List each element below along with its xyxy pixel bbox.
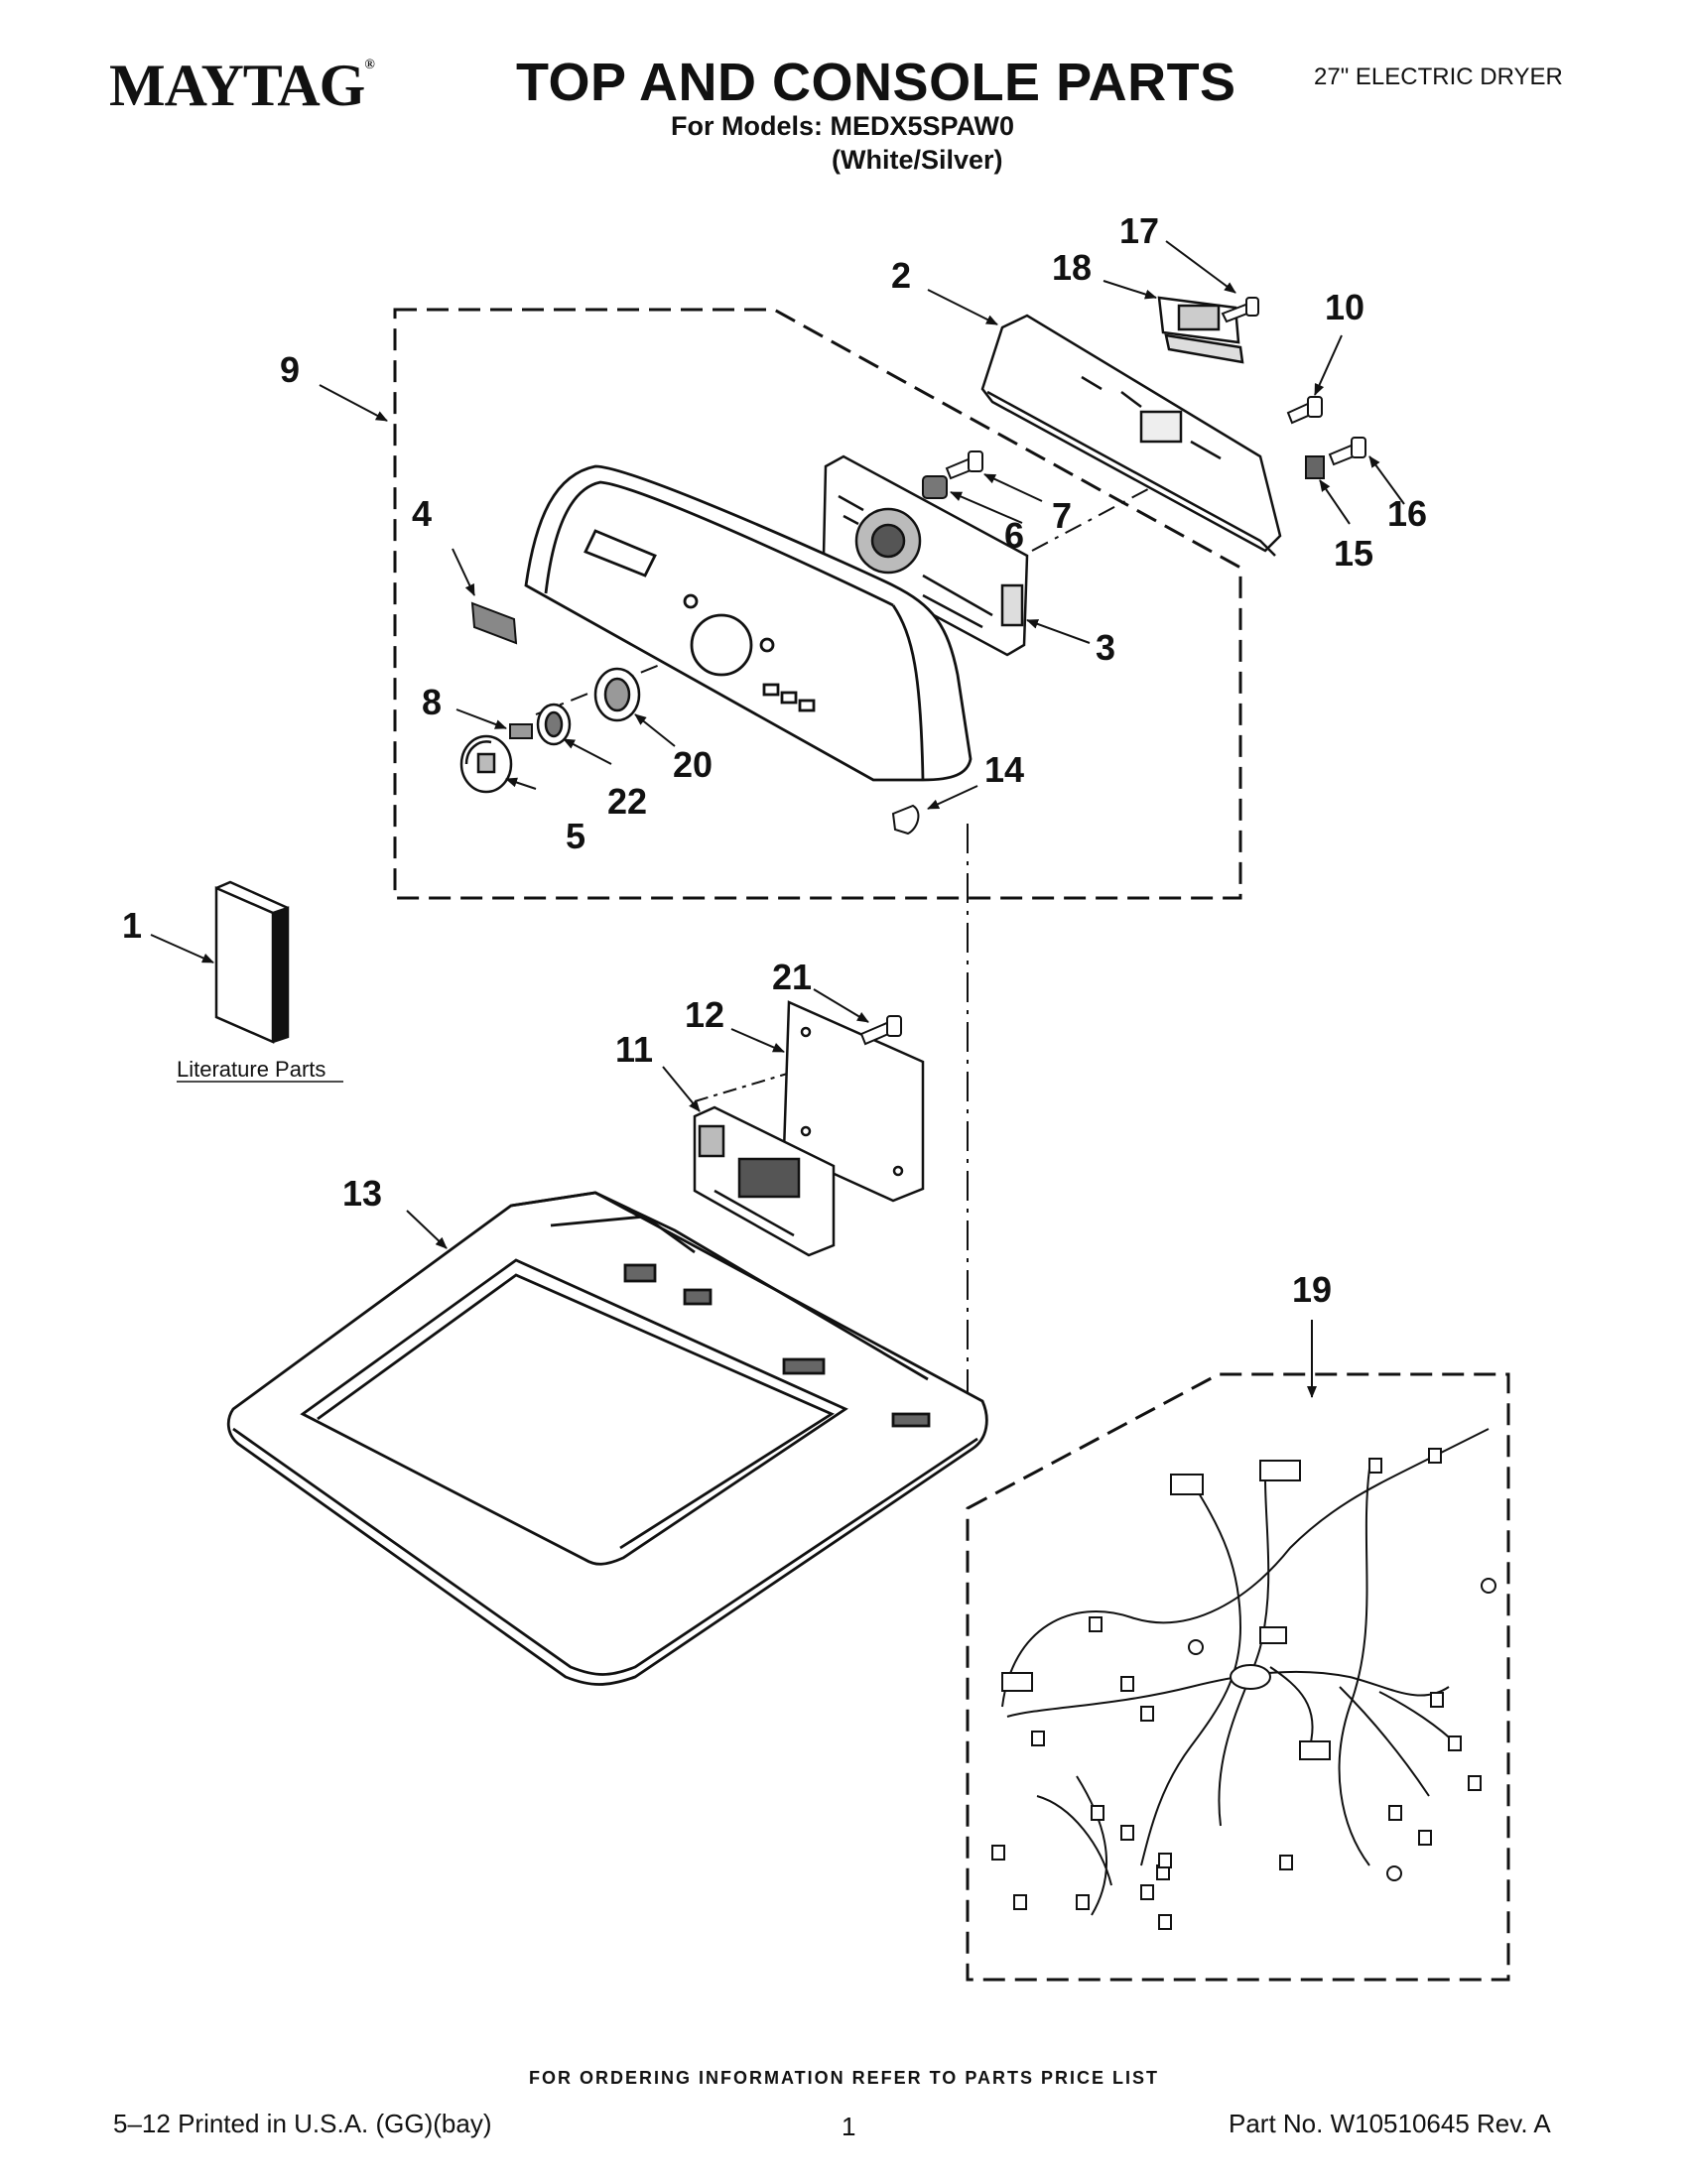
callout-4: 4 [412,493,432,534]
callout-15: 15 [1334,533,1373,574]
callout-7: 7 [1052,495,1072,536]
product-type: 27" ELECTRIC DRYER [1314,64,1563,90]
callout-21: 21 [772,957,812,997]
callout-labels: 9 2 18 17 10 16 15 7 6 3 4 8 5 22 20 14 … [122,210,1427,1310]
clip-14 [891,804,920,835]
callout-3: 3 [1096,627,1115,668]
mounting-plate-12 [782,1000,925,1203]
callout-19: 19 [1292,1269,1332,1310]
badge-4 [470,601,518,645]
leader-arrows [150,240,1405,1398]
console-bracket [1157,296,1244,364]
console-back-panel [980,314,1282,557]
callout-20: 20 [673,744,713,785]
wire-harness-19 [1001,1428,1490,1916]
callout-13: 13 [342,1173,382,1214]
harness-connectors [991,1448,1496,1930]
encoder-ring-22 [536,703,572,746]
brand-logo: MAYTAG® [109,52,375,120]
screw-10 [1286,396,1323,425]
callout-11: 11 [615,1029,653,1070]
connector-line-right [1031,465,1192,552]
knob-5 [459,734,513,794]
callout-10: 10 [1325,287,1364,327]
screw-21 [859,1015,902,1046]
part-number: Part No. W10510645 Rev. A [1229,2109,1551,2138]
callout-2: 2 [891,255,911,296]
ordering-note: FOR ORDERING INFORMATION REFER TO PARTS … [528,2068,1159,2088]
harness-boundary [966,1372,1510,1982]
literature-booklet [214,880,290,1044]
callout-17: 17 [1119,210,1159,251]
screw-7 [945,450,983,480]
callout-18: 18 [1052,247,1092,288]
console-housing [524,464,973,782]
page-title: TOP AND CONSOLE PARTS [516,53,1236,112]
knob-bezel-20 [593,667,641,722]
page-number: 1 [842,2112,856,2141]
model-subtitle: For Models: MEDX5SPAW0 [671,111,1015,141]
machine-control-11 [693,1105,836,1257]
callout-1: 1 [122,905,142,946]
callout-8: 8 [422,682,442,722]
registered-mark: ® [364,58,375,72]
literature-parts-label: Literature Parts [177,1057,325,1082]
dryer-top-13 [226,1191,988,1686]
callout-5: 5 [566,816,585,856]
callout-12: 12 [685,994,724,1035]
print-info: 5–12 Printed in U.S.A. (GG)(bay) [113,2109,492,2138]
clip-8 [509,723,533,739]
callout-22: 22 [607,781,647,822]
callout-9: 9 [280,349,300,390]
callout-14: 14 [984,749,1024,790]
clip-15 [1305,455,1325,479]
user-interface-board [822,454,1029,657]
switch-6 [922,475,948,499]
screw-17 [1221,297,1259,323]
connector-line-12 [694,1071,795,1102]
callout-16: 16 [1387,493,1427,534]
brand-name: MAYTAG [109,53,365,118]
screw-16 [1328,437,1366,466]
model-color: (White/Silver) [832,145,1003,175]
callout-6: 6 [1004,515,1024,556]
